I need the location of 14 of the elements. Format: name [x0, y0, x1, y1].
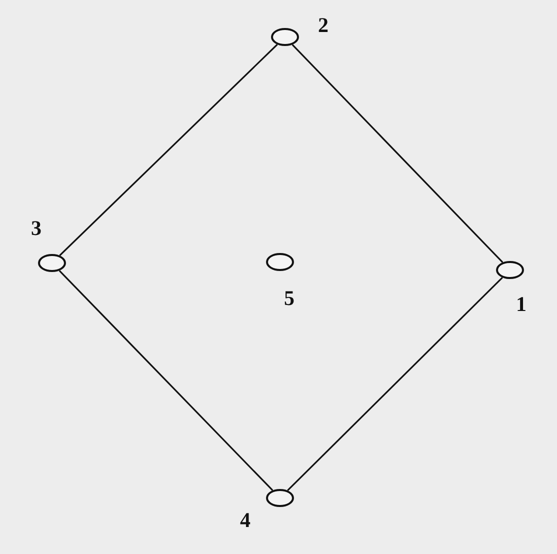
connector-line — [58, 270, 274, 491]
node-circle — [38, 254, 66, 272]
node-circle — [271, 28, 299, 46]
node-number: 4 — [240, 510, 250, 531]
node-circle — [266, 253, 294, 271]
connector-line — [292, 44, 504, 263]
connector-line — [287, 276, 503, 492]
node-number: 2 — [318, 15, 328, 36]
node-circle — [496, 261, 524, 279]
node-number: 1 — [516, 294, 526, 315]
node-number: 5 — [284, 288, 294, 309]
node-circle — [266, 489, 294, 507]
node-number: 3 — [31, 218, 42, 239]
connector-line — [59, 44, 278, 256]
